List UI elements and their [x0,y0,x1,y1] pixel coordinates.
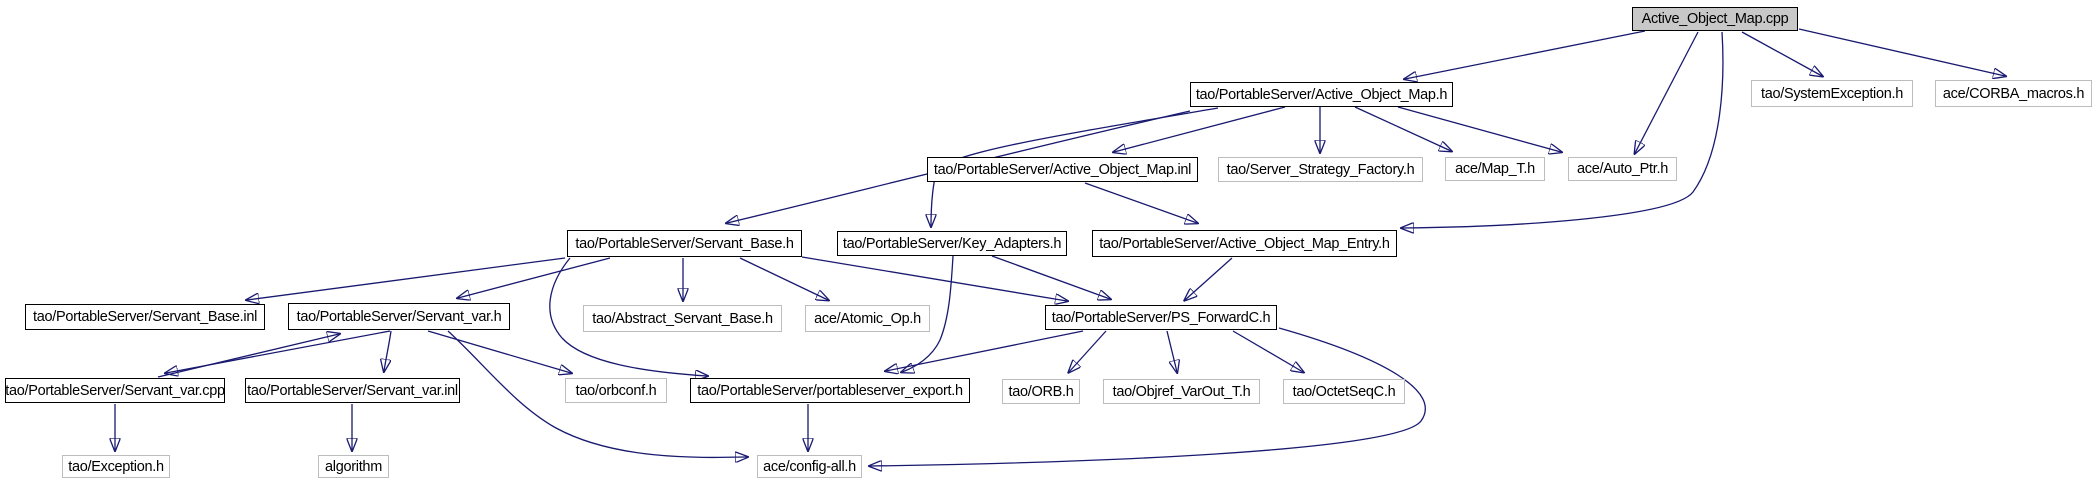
edge-servant-base-h-to-portableserver-export-h [549,257,707,376]
edge-servant-base-h-to-servant-base-inl [247,257,566,300]
node-auto-ptr-h: ace/Auto_Ptr.h [1568,157,1677,181]
edge-servant-var-h-to-servant-var-inl [384,330,392,371]
node-map-t-h: ace/Map_T.h [1445,157,1545,181]
node-abstract-servant-base-h: tao/Abstract_Servant_Base.h [583,305,782,332]
edge-active-object-map-cpp-to-system-exception-h [1741,31,1822,76]
edge-ps-forwardc-h-to-objref-varout-t-h [1166,330,1177,372]
node-active-object-map-cpp: Active_Object_Map.cpp [1632,7,1798,31]
node-config-all-h: ace/config-all.h [757,455,862,478]
edge-active-object-map-cpp-to-active-object-map-entry-h [1402,31,1724,228]
edge-active-object-map-cpp-to-auto-ptr-h [1635,31,1699,153]
node-system-exception-h: tao/SystemException.h [1751,80,1913,107]
edge-active-object-map-entry-h-to-ps-forwardc-h [1185,257,1233,300]
edge-active-object-map-h-to-auto-ptr-h [1397,106,1561,152]
node-key-adapters-h[interactable]: tao/PortableServer/Key_Adapters.h [837,231,1067,256]
edge-ps-forwardc-h-to-portableserver-export-h [886,330,1084,371]
edge-active-object-map-h-to-map-t-h [1354,106,1451,151]
node-servant-var-h[interactable]: tao/PortableServer/Servant_var.h [288,303,510,330]
edge-ps-forwardc-h-to-orb-h [1069,330,1107,372]
node-corba-macros-h: ace/CORBA_macros.h [1935,80,2092,107]
edge-active-object-map-h-to-active-object-map-inl [1114,106,1286,152]
node-objref-varout-t-h: tao/Objref_VarOut_T.h [1103,379,1260,404]
edge-servant-base-h-to-atomic-op-h [739,257,828,300]
node-active-object-map-inl[interactable]: tao/PortableServer/Active_Object_Map.inl [927,157,1198,182]
node-active-object-map-h[interactable]: tao/PortableServer/Active_Object_Map.h [1190,82,1453,107]
node-portableserver-export-h[interactable]: tao/PortableServer/portableserver_export… [690,378,970,403]
edge-servant-base-h-to-servant-var-h [458,257,611,298]
edge-key-adapters-h-to-ps-forwardc-h [991,255,1110,299]
node-servant-base-inl[interactable]: tao/PortableServer/Servant_Base.inl [25,304,265,330]
node-octetseqc-h: tao/OctetSeqC.h [1283,379,1405,404]
edge-active-object-map-inl-to-active-object-map-entry-h [1084,182,1197,223]
node-servant-var-cpp[interactable]: tao/PortableServer/Servant_var.cpp [5,378,225,403]
node-algorithm: algorithm [318,455,389,478]
node-exception-h: tao/Exception.h [62,455,170,478]
node-atomic-op-h: ace/Atomic_Op.h [805,305,930,332]
node-server-strategy-factory-h: tao/Server_Strategy_Factory.h [1218,157,1423,182]
node-orbconf-h: tao/orbconf.h [565,378,667,403]
node-ps-forwardc-h[interactable]: tao/PortableServer/PS_ForwardC.h [1045,305,1277,330]
edge-servant-var-h-to-orbconf-h [427,330,571,373]
edge-servant-base-h-to-ps-forwardc-h [801,256,1067,301]
node-servant-var-inl[interactable]: tao/PortableServer/Servant_var.inl [245,378,460,403]
edge-active-object-map-cpp-to-active-object-map-h [1405,30,1646,79]
edge-servant-var-cpp-to-servant-var-h [157,334,339,378]
edge-ps-forwardc-h-to-config-all-h [870,327,1426,466]
edge-servant-var-h-to-config-all-h [447,330,747,457]
edge-active-object-map-cpp-to-corba-macros-h [1798,28,2005,76]
node-active-object-map-entry-h[interactable]: tao/PortableServer/Active_Object_Map_Ent… [1092,230,1397,257]
node-orb-h: tao/ORB.h [1002,379,1080,404]
node-servant-base-h[interactable]: tao/PortableServer/Servant_Base.h [567,230,802,257]
edge-ps-forwardc-h-to-octetseqc-h [1232,330,1303,372]
